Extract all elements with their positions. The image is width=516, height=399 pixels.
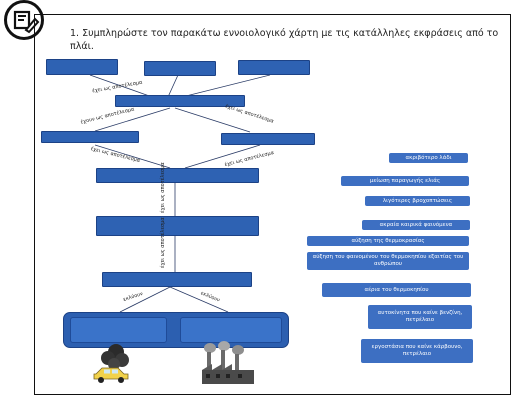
option-factories[interactable]: εργοστάσια που καίνε κάρβουνο, πετρέλαιο [361, 339, 473, 363]
connector-label-vertical: έχει ως αποτέλεσμα [160, 217, 166, 268]
pencil-note-icon [4, 0, 44, 40]
blank-box-source-right[interactable] [180, 317, 282, 343]
car-smoke-icon [88, 340, 140, 386]
blank-box-level-4[interactable] [96, 168, 259, 183]
worksheet-frame [34, 14, 511, 395]
blank-box-top-left[interactable] [46, 59, 118, 75]
blank-box-level-5[interactable] [96, 216, 259, 236]
blank-box-level-3-left[interactable] [41, 131, 139, 143]
blank-box-top-right[interactable] [238, 60, 310, 75]
option-temperature-rise[interactable]: αύξηση της θερμοκρασίας [307, 236, 469, 246]
blank-box-top-middle[interactable] [144, 61, 216, 76]
question-text: 1. Συμπληρώστε τον παρακάτω εννοιολογικό… [70, 28, 499, 52]
option-greenhouse-increase[interactable]: αύξηση του φαινομένου του θερμοκηπίου εξ… [307, 252, 469, 270]
blank-box-level-6[interactable] [102, 272, 252, 287]
option-less-rainfall[interactable]: λιγότερες βροχοπτώσεις [365, 196, 470, 206]
option-cars[interactable]: αυτοκίνητα που καίνε βενζίνη, πετρέλαιο [368, 305, 472, 329]
option-lower-olive-production[interactable]: μείωση παραγωγής ελιάς [341, 176, 469, 186]
option-greenhouse-gases[interactable]: αέρια του θερμοκηπίου [322, 283, 471, 297]
connector-label-vertical: έχει ως αποτέλεσμα [160, 162, 166, 213]
factory-smoke-icon [198, 340, 262, 388]
blank-box-level-2[interactable] [115, 95, 245, 107]
option-pricier-oil[interactable]: ακριβότερο λάδι [389, 153, 468, 163]
blank-box-source-left[interactable] [70, 317, 167, 343]
option-extreme-weather[interactable]: ακραία καιρικά φαινόμενα [362, 220, 470, 230]
blank-box-level-3-right[interactable] [221, 133, 315, 145]
